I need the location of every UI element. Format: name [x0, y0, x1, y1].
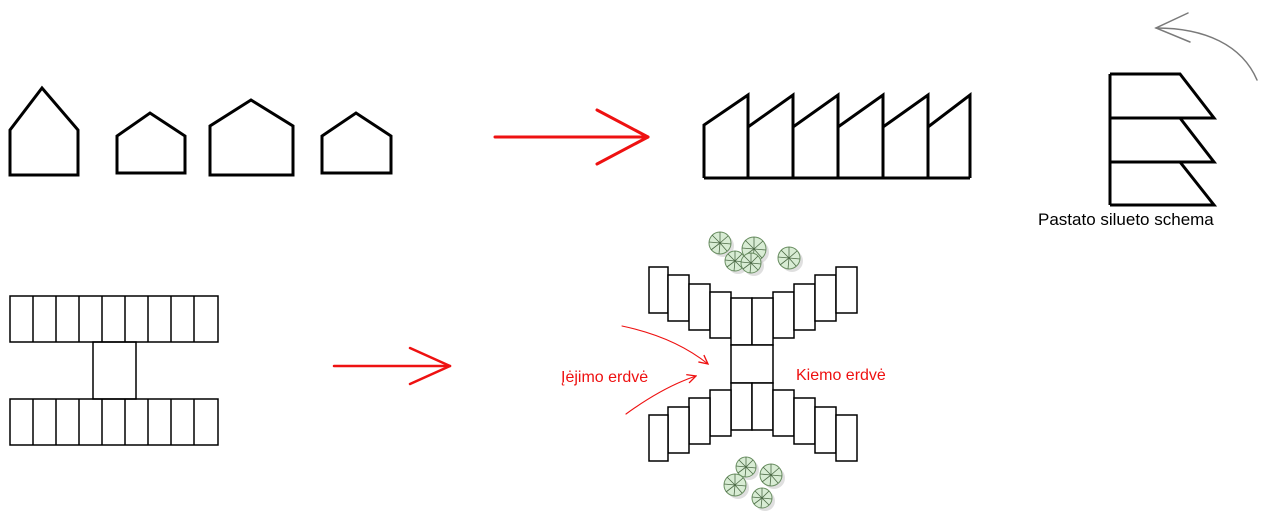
tree-icon — [751, 487, 775, 511]
tree-icon — [759, 463, 785, 489]
block-dividers — [32, 296, 195, 342]
unit — [730, 297, 753, 346]
house-icon — [320, 111, 393, 175]
tree-icon — [723, 473, 749, 499]
unit — [667, 274, 690, 322]
red-arrow-bottom — [332, 346, 452, 386]
curved-arrow-icon — [1154, 12, 1258, 81]
unit — [772, 291, 795, 339]
unit — [814, 274, 837, 322]
unit — [667, 406, 690, 454]
unit — [648, 266, 669, 314]
block-row — [9, 295, 219, 343]
unit — [793, 397, 816, 445]
tree-cluster-bottom — [723, 456, 785, 511]
entrance-space-label: Įėjimo erdvė — [561, 369, 648, 386]
unit — [793, 283, 816, 331]
house-icon — [208, 98, 295, 177]
tree-icon — [740, 252, 764, 276]
unit — [688, 397, 711, 445]
unit — [709, 291, 732, 339]
yard-space-label: Kiemo erdvė — [796, 367, 886, 384]
block-row — [9, 398, 219, 446]
unit — [688, 283, 711, 331]
tree-cluster-top — [708, 231, 803, 276]
x-plan-group — [648, 266, 858, 462]
unit — [709, 389, 732, 437]
tree-icon — [777, 246, 803, 272]
tree-icon — [708, 231, 734, 257]
house-icon — [115, 111, 187, 175]
silhouette-caption: Pastato silueto schema — [1038, 210, 1214, 229]
tree-icon — [735, 456, 759, 480]
block-dividers — [32, 399, 195, 445]
unit — [730, 344, 774, 384]
linear-blocks-group — [9, 295, 219, 446]
unit — [835, 266, 858, 314]
house-icon — [8, 85, 80, 177]
red-arrow-top — [493, 108, 650, 166]
unit — [751, 382, 774, 431]
unit — [648, 414, 669, 462]
unit — [751, 297, 774, 346]
unit — [772, 389, 795, 437]
separate-houses-group — [8, 85, 393, 177]
unit — [730, 382, 753, 431]
entrance-flow-arrows — [621, 325, 708, 415]
stacked-floors-icon — [1108, 72, 1218, 207]
sawtooth-roof-icon — [702, 91, 972, 180]
connector — [92, 341, 137, 400]
unit — [835, 414, 858, 462]
unit — [814, 406, 837, 454]
